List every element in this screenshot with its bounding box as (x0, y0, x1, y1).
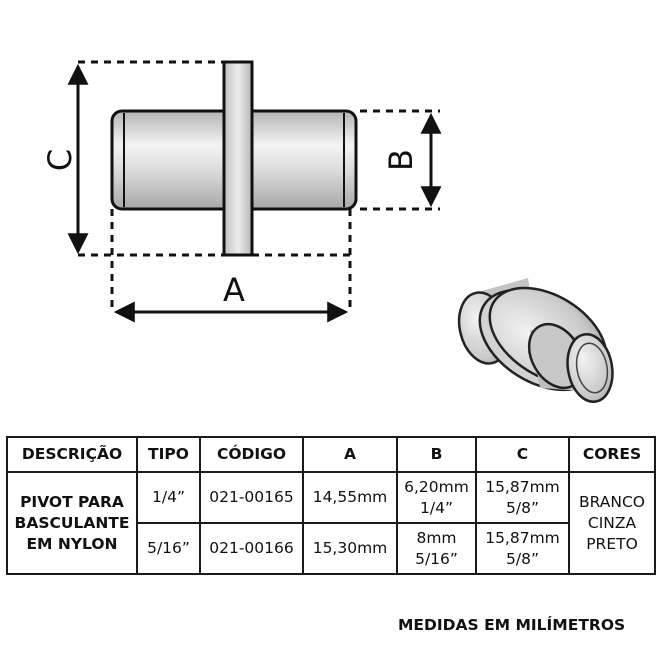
b-inch: 1/4” (420, 498, 453, 517)
measurement-units-note: MEDIDAS EM MILÍMETROS (398, 616, 626, 634)
description-line: BASCULANTE (14, 513, 130, 532)
header-codigo: CÓDIGO (199, 436, 304, 473)
dimension-a: A (113, 271, 349, 323)
header-cores: CORES (568, 436, 656, 473)
technical-drawing: C B A (41, 60, 614, 403)
dimension-c: C (41, 63, 89, 255)
dimension-b: B (382, 112, 442, 208)
pivot-isometric-view (457, 278, 614, 403)
c-inch: 5/8” (506, 498, 539, 517)
color-option: BRANCO (579, 492, 645, 511)
a-cell: 15,30mm (302, 522, 398, 575)
tipo-cell: 1/4” (136, 471, 201, 524)
description-line: EM NYLON (26, 534, 118, 553)
b-inch: 5/16” (415, 549, 458, 568)
table-header-row: DESCRIÇÃO TIPO CÓDIGO A B C CORES (6, 436, 656, 473)
extension-lines (78, 60, 440, 312)
c-inch: 5/8” (506, 549, 539, 568)
header-c: C (475, 436, 570, 473)
b-mm: 6,20mm (404, 477, 469, 496)
colors-cell: BRANCO CINZA PRETO (568, 471, 656, 575)
header-descricao: DESCRIÇÃO (6, 436, 138, 473)
c-mm: 15,87mm (485, 528, 560, 547)
table-row: 5/16” 021-00166 15,30mm 8mm 5/16” 15,87m… (7, 522, 655, 575)
description-line: PIVOT PARA (20, 492, 124, 511)
codigo-cell: 021-00165 (199, 471, 304, 524)
codigo-cell: 021-00166 (199, 522, 304, 575)
a-cell: 14,55mm (302, 471, 398, 524)
specifications-table: DESCRIÇÃO TIPO CÓDIGO A B C CORES PIVOT … (6, 436, 656, 575)
c-cell: 15,87mm 5/8” (475, 522, 570, 575)
c-mm: 15,87mm (485, 477, 560, 496)
color-option: PRETO (586, 534, 638, 553)
color-option: CINZA (587, 513, 637, 532)
description-cell: PIVOT PARA BASCULANTE EM NYLON (6, 471, 138, 575)
table-row: PIVOT PARA BASCULANTE EM NYLON 1/4” 021-… (6, 471, 656, 575)
b-mm: 8mm (416, 528, 457, 547)
b-cell: 8mm 5/16” (396, 522, 477, 575)
dimension-c-label: C (41, 149, 79, 171)
header-a: A (302, 436, 398, 473)
dimension-a-label: A (223, 271, 245, 309)
c-cell: 15,87mm 5/8” (475, 471, 570, 524)
tipo-cell: 5/16” (136, 522, 201, 575)
pivot-side-view (110, 60, 358, 257)
b-cell: 6,20mm 1/4” (396, 471, 477, 524)
header-b: B (396, 436, 477, 473)
dimension-b-label: B (382, 149, 420, 171)
header-tipo: TIPO (136, 436, 201, 473)
